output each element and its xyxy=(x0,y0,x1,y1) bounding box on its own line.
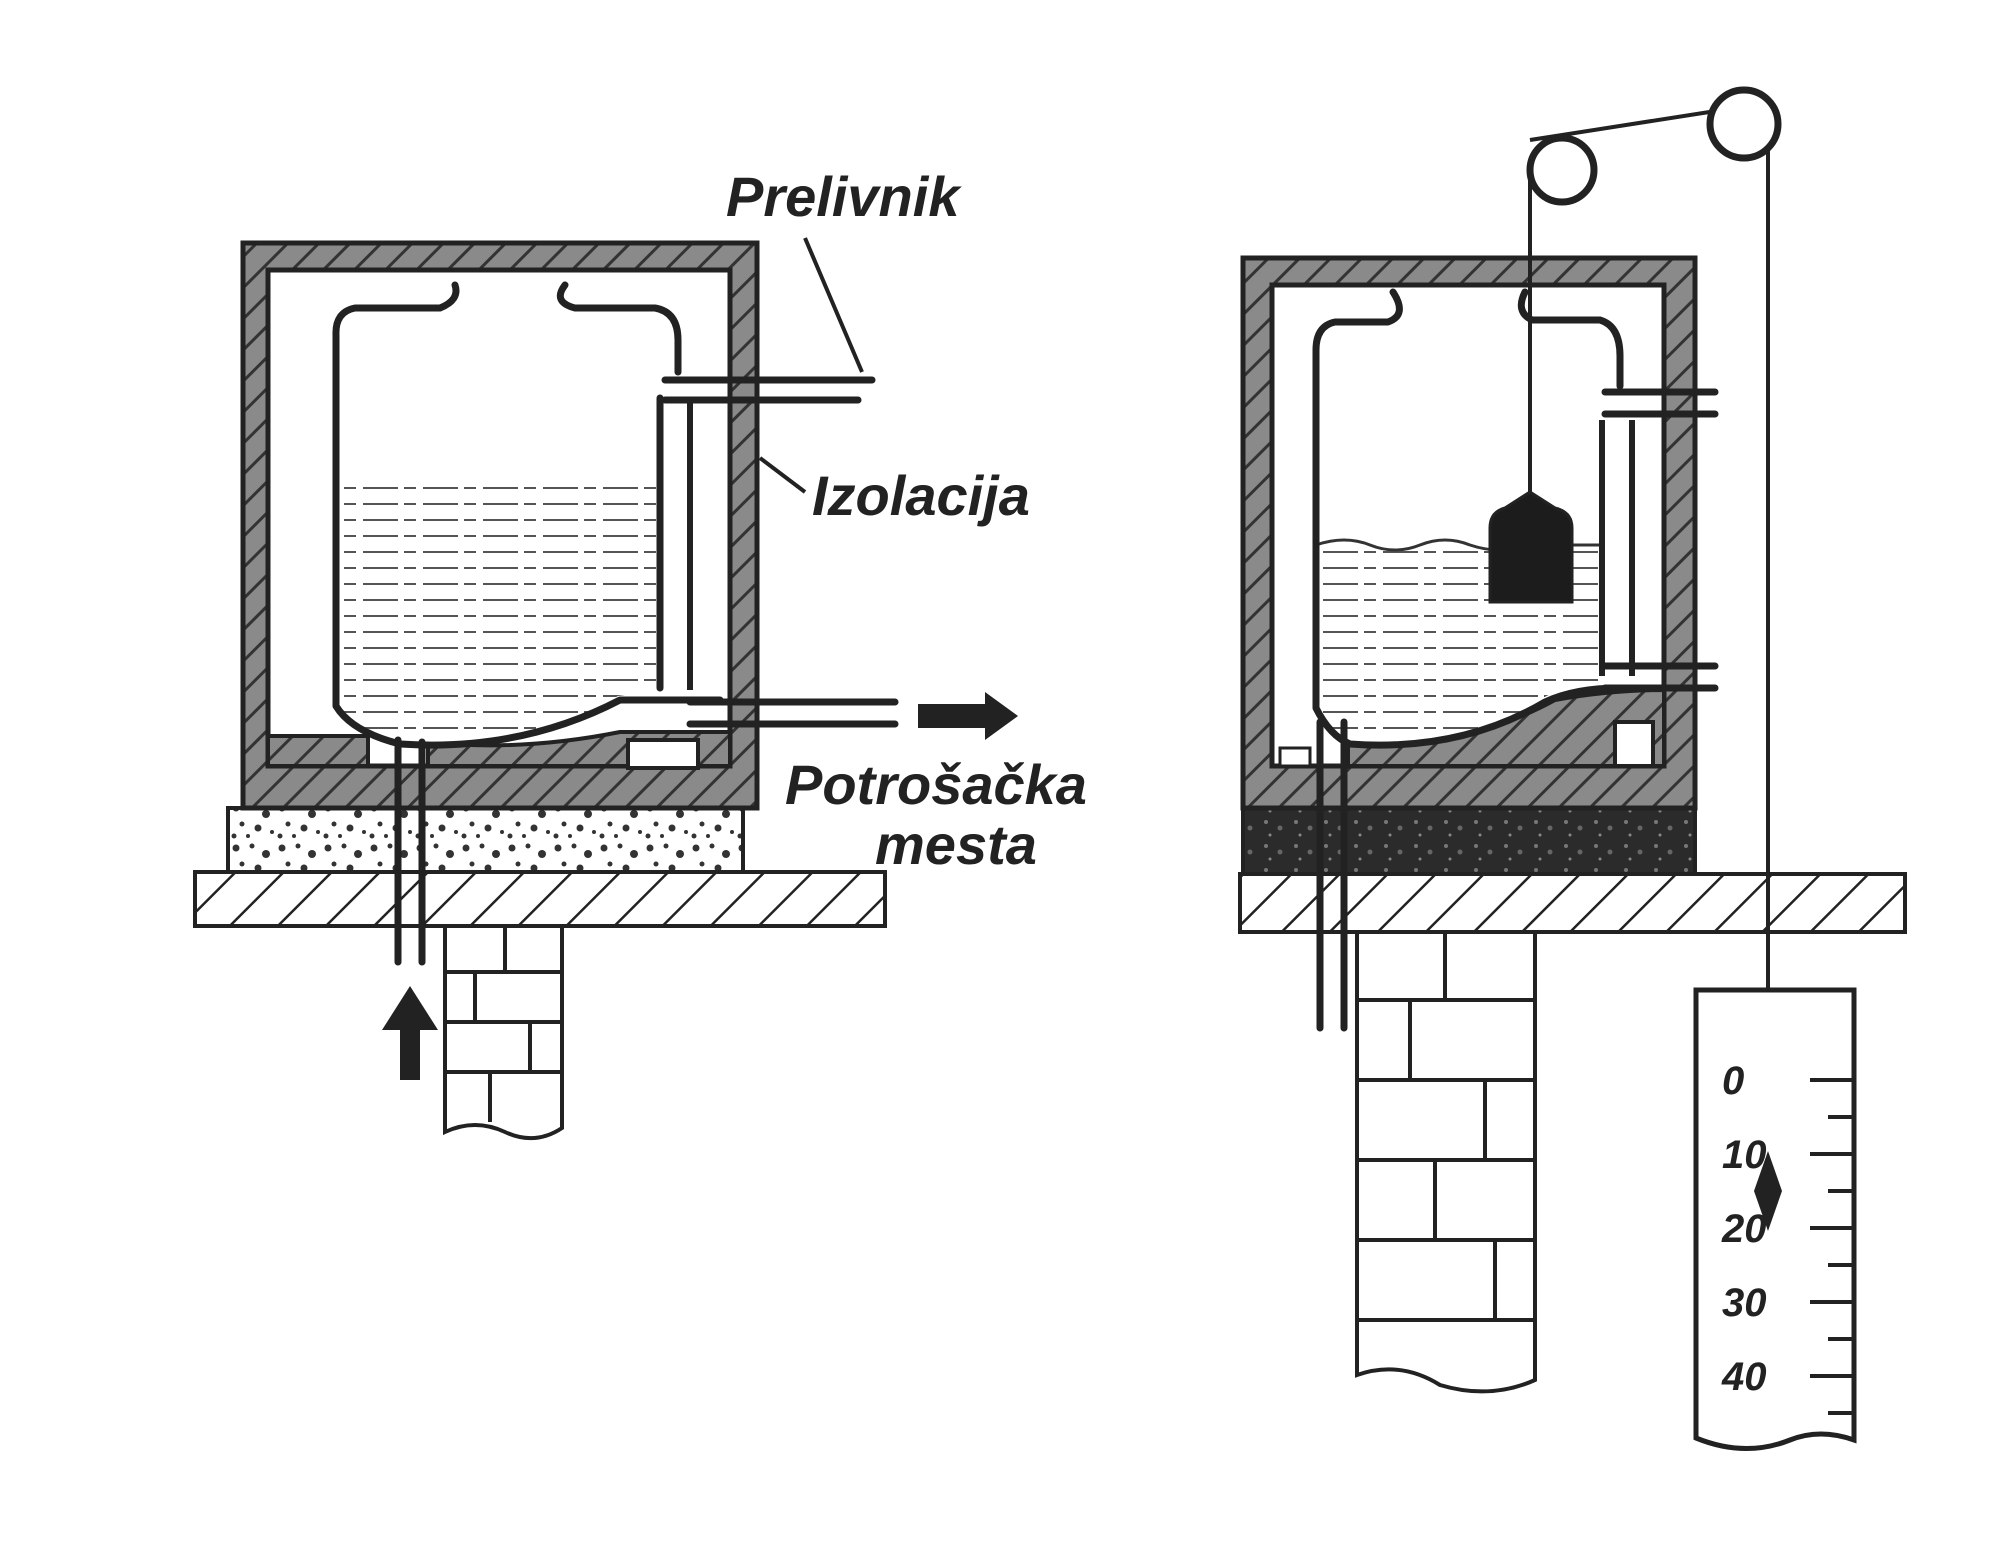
left-tank-figure: Prelivnik Izolacija Potrošačka mesta xyxy=(193,165,1087,1140)
overflow-pipe-right xyxy=(1601,388,1719,418)
gauge-tick-label: 20 xyxy=(1721,1207,1767,1251)
pulley-right xyxy=(1706,86,1782,162)
label-consumers-line1: Potrošačka xyxy=(785,753,1087,816)
floor-slab-left xyxy=(193,870,887,928)
gauge-tick-label: 40 xyxy=(1721,1355,1767,1399)
label-insulation: Izolacija xyxy=(812,464,1030,527)
gravel-base-right xyxy=(1241,806,1697,876)
pulley-left xyxy=(1526,134,1598,206)
level-gauge: 0 10 20 30 40 xyxy=(1693,987,1857,1451)
inner-vessel-left xyxy=(332,281,724,749)
gravel-base-left xyxy=(226,806,745,874)
gauge-ticks: 0 10 20 30 40 xyxy=(1721,1059,1854,1415)
gauge-tick-label: 10 xyxy=(1722,1133,1767,1177)
label-overflow: Prelivnik xyxy=(726,165,962,228)
gauge-tick-label: 0 xyxy=(1722,1059,1744,1103)
overflow-pipe-left xyxy=(661,376,876,404)
right-tank-figure: 0 10 20 30 40 xyxy=(1238,86,1907,1451)
floor-slab-right xyxy=(1238,872,1907,934)
arrow-up-icon xyxy=(382,986,438,1080)
inner-pocket-right xyxy=(1613,720,1655,768)
inlet-pipe-left xyxy=(394,736,426,966)
insulation-bottom-left xyxy=(266,734,370,768)
arrow-right-icon xyxy=(918,692,1018,740)
inner-pocket-left xyxy=(626,738,700,770)
label-consumers-line2: mesta xyxy=(875,813,1037,876)
brick-column-left xyxy=(443,926,564,1140)
outlet-pipe-right xyxy=(1601,662,1719,692)
inlet-pipe-right xyxy=(1316,718,1348,1032)
outlet-pipe-left xyxy=(686,698,899,728)
gauge-tick-label: 30 xyxy=(1722,1281,1767,1325)
float-body xyxy=(1488,490,1574,604)
water-body-left xyxy=(336,478,660,744)
gauge-pointer xyxy=(1754,1151,1782,1231)
brick-column-right xyxy=(1355,932,1537,1394)
inner-vessel-right xyxy=(1312,288,1689,749)
